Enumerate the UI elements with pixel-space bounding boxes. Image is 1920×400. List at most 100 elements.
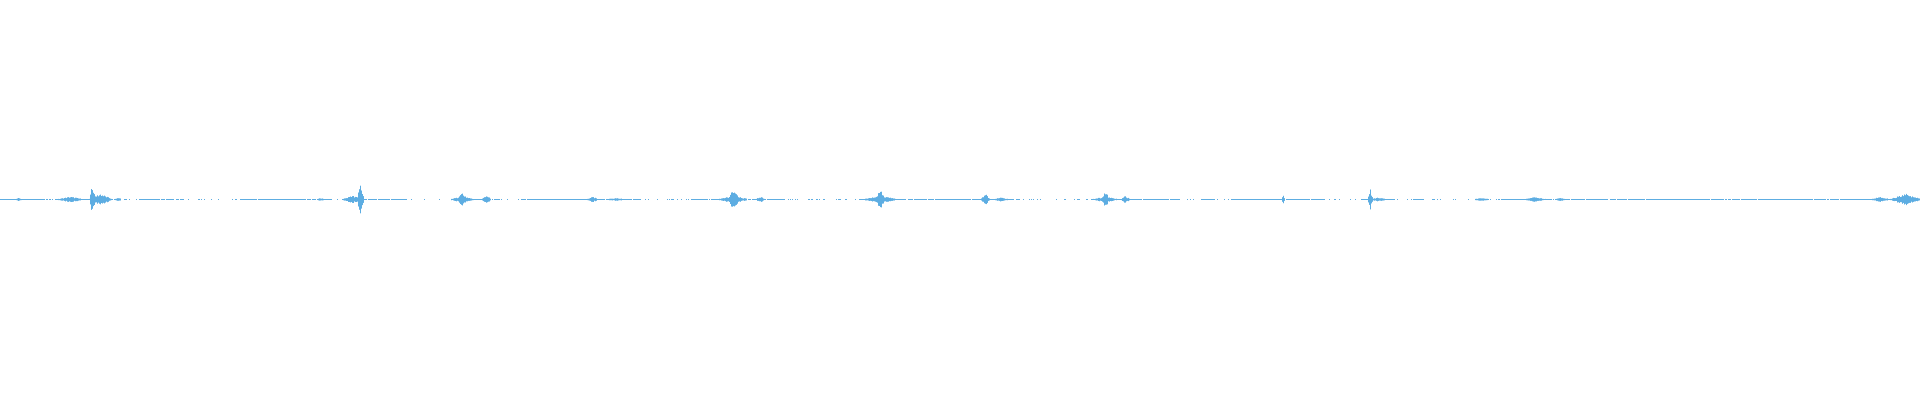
waveform-sample	[1760, 199, 1761, 200]
waveform-sample	[1863, 199, 1864, 200]
waveform-sample	[992, 199, 993, 200]
waveform-sample	[1159, 199, 1160, 200]
waveform-sample	[891, 198, 892, 201]
waveform-sample	[784, 199, 785, 200]
waveform-sample	[1613, 199, 1614, 200]
waveform-sample	[711, 199, 712, 200]
waveform-sample	[1599, 199, 1600, 200]
waveform-sample	[1848, 199, 1849, 200]
waveform-sample	[68, 197, 69, 202]
waveform-sample	[1767, 199, 1768, 200]
waveform-sample	[531, 199, 532, 200]
waveform-sample	[313, 199, 314, 200]
waveform-sample	[1835, 199, 1836, 200]
waveform-sample	[115, 198, 116, 201]
waveform-sample	[236, 199, 237, 200]
waveform-sample	[1079, 199, 1080, 200]
waveform-sample	[1861, 199, 1862, 200]
waveform-sample	[46, 199, 47, 200]
waveform-sample	[1533, 197, 1534, 202]
waveform-sample	[1755, 199, 1756, 200]
waveform-sample	[281, 199, 282, 200]
waveform-sample	[697, 199, 698, 200]
waveform-sample	[1274, 199, 1275, 200]
waveform-sample	[393, 199, 394, 200]
waveform-sample	[686, 199, 687, 200]
waveform-sample	[1517, 199, 1518, 200]
waveform-sample	[768, 199, 769, 200]
waveform-sample	[1506, 199, 1507, 200]
waveform-sample	[499, 199, 500, 200]
waveform-sample	[328, 199, 329, 200]
waveform-sample	[545, 199, 546, 200]
waveform-sample	[1891, 198, 1892, 201]
waveform-sample	[1735, 199, 1736, 200]
waveform-sample	[376, 199, 377, 200]
waveform-sample	[734, 192, 735, 207]
waveform-sample	[461, 194, 462, 205]
waveform-sample	[1394, 199, 1395, 200]
waveform-sample	[888, 197, 889, 202]
waveform-sample	[1548, 199, 1549, 200]
waveform-sample	[1644, 199, 1645, 200]
waveform-sample	[1620, 199, 1621, 200]
waveform-sample	[1246, 199, 1247, 200]
waveform-sample	[1300, 199, 1301, 200]
waveform-sample	[1764, 199, 1765, 200]
waveform-sample	[977, 199, 978, 200]
waveform-sample	[1236, 199, 1237, 200]
waveform-sample	[1134, 199, 1135, 200]
waveform-sample	[469, 198, 470, 201]
waveform-sample	[990, 199, 991, 200]
waveform-sample	[752, 199, 753, 200]
waveform-sample	[0, 199, 1, 200]
waveform-sample	[1572, 199, 1573, 200]
waveform-sample	[3, 199, 4, 200]
waveform-sample	[1670, 199, 1671, 200]
waveform-sample	[1414, 199, 1415, 200]
waveform-sample	[26, 199, 27, 200]
waveform-sample	[722, 198, 723, 201]
waveform-sample	[1550, 199, 1551, 200]
waveform-sample	[582, 199, 583, 200]
waveform-sample	[1741, 199, 1742, 200]
waveform-sample	[1712, 199, 1713, 200]
waveform-sample	[1917, 197, 1918, 202]
waveform-sample	[168, 199, 169, 200]
waveform-sample	[1875, 198, 1876, 201]
waveform-sample	[1267, 199, 1268, 200]
waveform-sample	[870, 198, 871, 201]
waveform-sample	[1805, 199, 1806, 200]
waveform-sample	[1243, 199, 1244, 200]
waveform-sample	[673, 199, 674, 200]
waveform-sample	[188, 199, 189, 200]
waveform-sample	[1692, 199, 1693, 200]
waveform-sample	[626, 199, 627, 200]
waveform-sample	[954, 199, 955, 200]
waveform-sample	[291, 199, 292, 200]
waveform-sample	[1791, 199, 1792, 200]
waveform-sample	[1588, 199, 1589, 200]
waveform-sample	[1603, 199, 1604, 200]
waveform-sample	[1776, 199, 1777, 200]
waveform-sample	[170, 199, 171, 200]
waveform-sample	[1564, 198, 1565, 201]
waveform-sample	[587, 198, 588, 201]
waveform-sample	[497, 199, 498, 200]
waveform-sample	[71, 197, 72, 202]
waveform-sample	[14, 199, 15, 200]
waveform-sample	[1719, 199, 1720, 200]
waveform-sample	[1390, 199, 1391, 200]
waveform-sample	[145, 199, 146, 200]
waveform-sample	[490, 198, 491, 201]
waveform-sample	[1857, 199, 1858, 200]
waveform-sample	[539, 199, 540, 200]
waveform-sample	[384, 199, 385, 200]
waveform-sample	[614, 198, 615, 201]
waveform-sample	[1202, 199, 1203, 200]
waveform-sample	[1844, 199, 1845, 200]
waveform-sample	[246, 199, 247, 200]
waveform-sample	[397, 199, 398, 200]
waveform-sample	[271, 199, 272, 200]
